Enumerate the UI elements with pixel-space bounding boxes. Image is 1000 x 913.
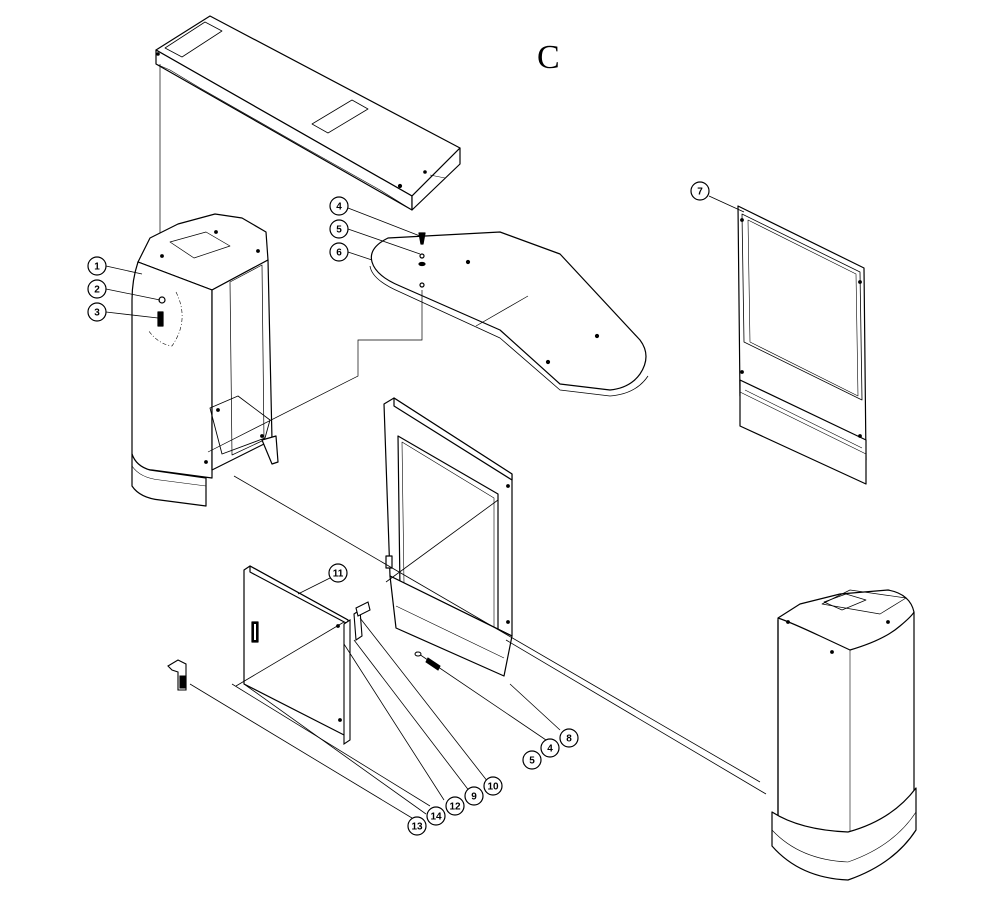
left-cabinet-housing xyxy=(132,214,278,506)
callout-4: 4 xyxy=(329,196,349,216)
callout-circle xyxy=(445,796,465,816)
callout-label: 5 xyxy=(336,225,342,236)
callout-leaders xyxy=(105,195,745,731)
callout-label: 2 xyxy=(94,285,100,296)
callout-circle xyxy=(559,728,579,748)
callout-circle xyxy=(329,196,349,216)
callout-circle xyxy=(522,750,542,770)
assembly-line xyxy=(233,475,761,783)
callout-circle xyxy=(483,776,503,796)
callout-6: 6 xyxy=(329,242,349,262)
callout-circle xyxy=(87,302,107,322)
callout-circle xyxy=(407,816,427,836)
hardware-fastener xyxy=(414,651,441,671)
side-frame-panel xyxy=(738,206,866,484)
callout-9: 9 xyxy=(464,786,484,806)
assembly-line xyxy=(343,643,445,801)
callout-label: 1 xyxy=(94,262,100,273)
top-cover-panel xyxy=(156,16,460,210)
top-plate xyxy=(370,232,648,396)
assembly-line xyxy=(243,683,427,815)
front-window-frame xyxy=(384,398,512,676)
hinge-bar xyxy=(344,602,370,744)
leader-line xyxy=(207,290,423,453)
callout-circle xyxy=(690,181,710,201)
assembly-line xyxy=(353,639,471,793)
callout-5-lower: 5 xyxy=(522,750,542,770)
door-panel xyxy=(244,566,348,736)
callout-label: 13 xyxy=(411,822,423,833)
callout-11: 11 xyxy=(328,563,348,583)
callout-circle xyxy=(329,219,349,239)
callout-13: 13 xyxy=(407,816,427,836)
callout-label: 9 xyxy=(471,792,477,803)
assembly-line xyxy=(385,499,499,583)
callout-3: 3 xyxy=(87,302,107,322)
callout-label: 11 xyxy=(333,569,344,580)
callout-4-lower: 4 xyxy=(540,738,560,758)
callout-7: 7 xyxy=(690,181,710,201)
callout-label: 7 xyxy=(697,187,703,198)
callout-12: 12 xyxy=(445,796,465,816)
callout-label: 5 xyxy=(529,756,535,767)
latch-bracket xyxy=(168,660,186,690)
callout-label: 10 xyxy=(487,782,499,793)
callout-circle xyxy=(464,786,484,806)
callout-circle xyxy=(87,256,107,276)
callout-label: 12 xyxy=(449,802,461,813)
callout-2: 2 xyxy=(87,279,107,299)
callout-label: 4 xyxy=(336,202,342,213)
callout-1: 1 xyxy=(87,256,107,276)
assembly-line xyxy=(231,683,431,807)
assembly-line xyxy=(359,617,489,783)
callout-8: 8 xyxy=(559,728,579,748)
callout-label: 8 xyxy=(566,734,572,745)
assembly-line xyxy=(235,621,345,687)
callout-circle xyxy=(329,242,349,262)
callout-10: 10 xyxy=(483,776,503,796)
callout-label: 14 xyxy=(430,812,442,823)
sheet-letter: C xyxy=(537,39,560,76)
callout-label: 6 xyxy=(336,248,342,259)
callout-5: 5 xyxy=(329,219,349,239)
callout-14: 14 xyxy=(426,806,446,826)
callout-label: 3 xyxy=(94,308,100,319)
right-cabinet-housing xyxy=(772,590,916,880)
callout-circle xyxy=(540,738,560,758)
assembly-line xyxy=(505,639,767,795)
callout-circle xyxy=(328,563,348,583)
callout-circle xyxy=(87,279,107,299)
assembly-line xyxy=(189,683,413,819)
callout-circle xyxy=(426,806,446,826)
callout-label: 4 xyxy=(547,744,553,755)
